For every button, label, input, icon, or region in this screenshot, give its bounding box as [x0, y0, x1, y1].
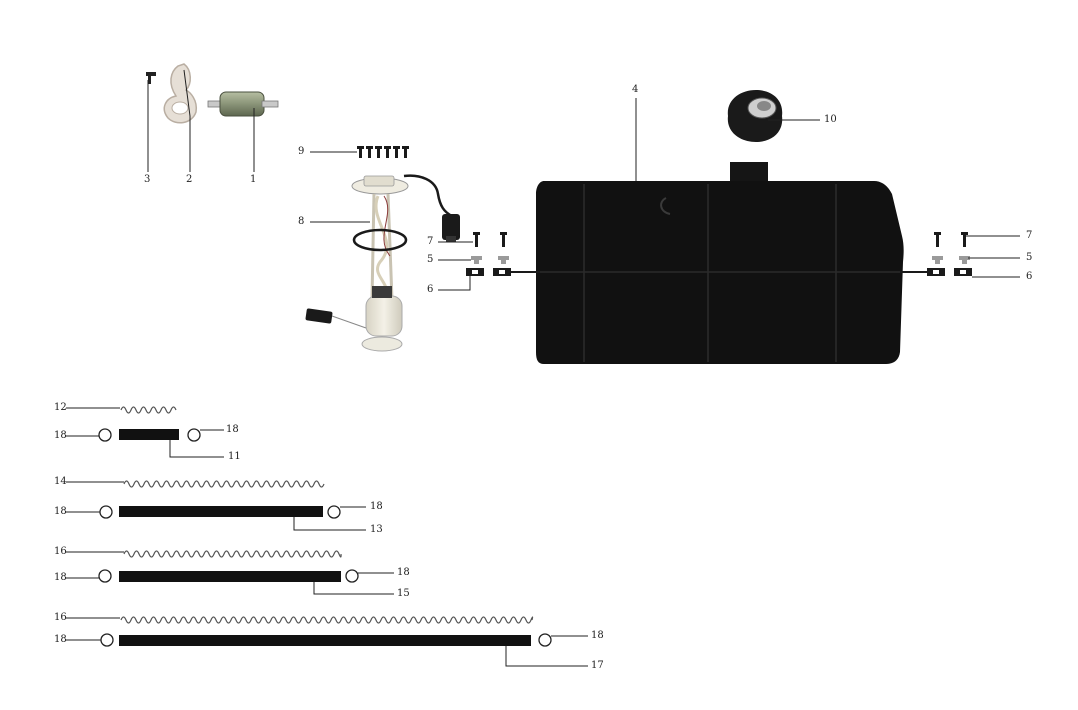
hose-part-17: [119, 635, 531, 646]
callout-18-h: 18: [591, 630, 604, 641]
mount-hardware-left: [466, 232, 540, 276]
callout-18-e: 18: [54, 572, 67, 583]
callout-17: 17: [591, 660, 604, 671]
callout-7-left: 7: [427, 236, 434, 247]
fuel-cap-part-10: [727, 90, 783, 142]
clip-part-2: [163, 63, 198, 124]
hose-part-13: [119, 506, 323, 517]
callout-7-right: 7: [1026, 230, 1033, 241]
bolts-part-9: [357, 146, 409, 158]
callout-5-left: 5: [427, 254, 434, 265]
leader-lines: [66, 69, 1020, 667]
callout-14: 14: [54, 476, 67, 487]
callout-6-right: 6: [1026, 271, 1033, 282]
callout-18-g: 18: [54, 634, 67, 645]
callout-18-d: 18: [370, 501, 383, 512]
callout-18-f: 18: [397, 567, 410, 578]
callout-12: 12: [54, 402, 67, 413]
fuel-tank-part-4: [536, 162, 904, 364]
callout-18-a: 18: [54, 430, 67, 441]
spring-part-16-lower: [120, 616, 534, 624]
hose-clamps-part-18: [98, 428, 552, 647]
hose-part-15: [119, 571, 341, 582]
bolt-part-3: [146, 72, 156, 84]
callout-10: 10: [824, 114, 837, 125]
callout-3: 3: [144, 174, 151, 185]
callout-13: 13: [370, 524, 383, 535]
springs: [120, 406, 534, 624]
callout-11: 11: [228, 451, 241, 462]
hose-part-11: [119, 429, 179, 440]
callout-1: 1: [250, 174, 257, 185]
callout-5-right: 5: [1026, 252, 1033, 263]
spring-part-14: [123, 480, 325, 488]
callout-9: 9: [298, 146, 305, 157]
callout-6-left: 6: [427, 284, 434, 295]
spring-part-16-upper: [123, 550, 342, 558]
callout-4: 4: [632, 84, 639, 95]
callout-2: 2: [186, 174, 193, 185]
callout-15: 15: [397, 588, 410, 599]
callout-8: 8: [298, 216, 305, 227]
callout-16-lower: 16: [54, 612, 67, 623]
callout-18-c: 18: [54, 506, 67, 517]
callout-18-b: 18: [226, 424, 239, 435]
fuel-pump-assembly-part-8: [305, 174, 460, 352]
mount-hardware-right: [900, 232, 972, 276]
spring-part-12: [120, 406, 177, 414]
callout-16-upper: 16: [54, 546, 67, 557]
fuel-filter-part-1: [207, 91, 279, 117]
hoses: [119, 429, 531, 646]
